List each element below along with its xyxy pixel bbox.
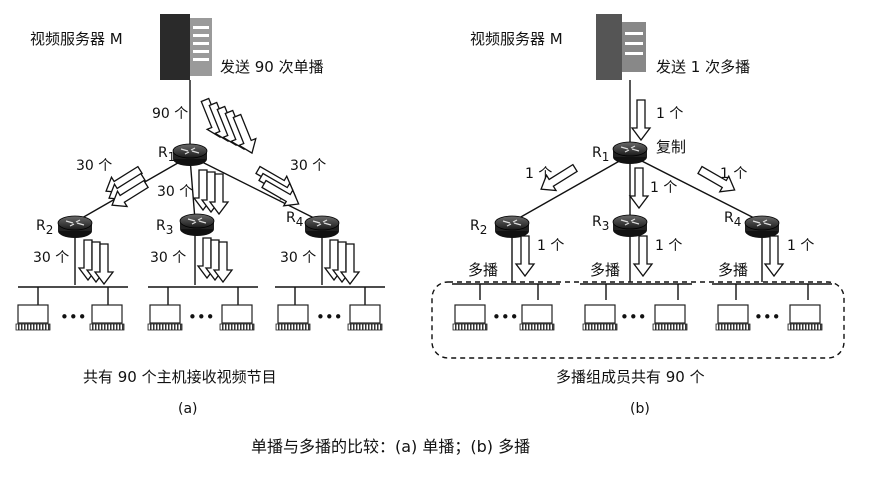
server-label-b: 视频服务器 M [470, 30, 563, 48]
summary-b: 多播组成员共有 90 个 [556, 368, 705, 386]
panel-label-a: (a) [178, 401, 198, 417]
router-r1-b-icon [612, 141, 648, 165]
video-server-b-icon [596, 14, 646, 80]
router-r4-b-icon [744, 215, 780, 239]
router-r4-b-label: R4 [724, 210, 741, 229]
router-r3-b-icon [612, 214, 648, 238]
host-b1-icon [452, 304, 488, 331]
router-r4-a-icon [304, 215, 340, 239]
multicast-label-b2: 多播 [590, 261, 620, 279]
host-b6-icon [787, 304, 823, 331]
count-r4-a: 30 个 [280, 250, 316, 266]
router-r2-b-label: R2 [470, 218, 487, 237]
lan-a [18, 286, 385, 305]
count-r2-b: 1 个 [537, 238, 564, 254]
router-r4-a-label: R4 [286, 210, 303, 229]
multicast-arrow-r3-icon [633, 235, 653, 277]
host-b5-icon [715, 304, 751, 331]
count-mid-a: 30 个 [157, 184, 193, 200]
unicast-arrows-top-icon [196, 95, 261, 158]
host-a2-icon [89, 304, 125, 331]
multicast-label-b3: 多播 [718, 261, 748, 279]
count-left-a: 30 个 [76, 158, 112, 174]
figure-caption: 单播与多播的比较：(a) 单播；(b) 多播 [251, 437, 530, 456]
host-a4-icon [219, 304, 255, 331]
dots-a2: ••• [188, 308, 215, 326]
summary-a: 共有 90 个主机接收视频节目 [83, 368, 277, 386]
dots-b2: ••• [620, 308, 647, 326]
multicast-arrow-mid-icon [629, 167, 649, 209]
router-r3-a-icon [179, 213, 215, 237]
host-a1-icon [15, 304, 51, 331]
router-r1-a-icon [172, 143, 208, 167]
video-server-a-icon [160, 14, 212, 80]
router-r2-a-label: R2 [36, 218, 53, 237]
unicast-arrows-r2-icon [78, 239, 114, 285]
send-label-a: 发送 90 次单播 [220, 58, 324, 76]
multicast-arrow-r2-icon [515, 235, 535, 277]
unicast-arrows-r3-icon [197, 237, 233, 283]
router-r1-a-label: R1 [158, 145, 175, 164]
panel-label-b: (b) [630, 401, 650, 417]
host-a3-icon [147, 304, 183, 331]
panel-b: 视频服务器 M 发送 1 次多播 ••• ••• ••• [431, 14, 845, 417]
count-left-b: 1 个 [525, 166, 552, 182]
count-mid-b: 1 个 [650, 180, 677, 196]
multicast-arrow-top-icon [631, 99, 651, 141]
unicast-arrows-mid-icon [193, 169, 229, 215]
router-r3-b-label: R3 [592, 214, 609, 233]
count-r3-a: 30 个 [150, 250, 186, 266]
count-top-b: 1 个 [656, 106, 683, 122]
router-r3-a-label: R3 [156, 218, 173, 237]
dots-b3: ••• [754, 308, 781, 326]
router-r2-a-icon [57, 215, 93, 239]
router-r1-b-label: R1 [592, 145, 609, 164]
count-top-a: 90 个 [152, 106, 188, 122]
multicast-label-b1: 多播 [468, 261, 498, 279]
host-b4-icon [652, 304, 688, 331]
multicast-arrow-r4-icon [764, 235, 784, 277]
count-right-b: 1 个 [720, 166, 747, 182]
dots-b1: ••• [492, 308, 519, 326]
send-label-b: 发送 1 次多播 [656, 58, 750, 76]
host-b2-icon [519, 304, 555, 331]
host-a6-icon [347, 304, 383, 331]
server-label-a: 视频服务器 M [30, 30, 123, 48]
lan-b [452, 283, 832, 300]
multicast-group-boundary [431, 281, 845, 359]
dots-a3: ••• [316, 308, 343, 326]
count-r4-b: 1 个 [787, 238, 814, 254]
host-b3-icon [582, 304, 618, 331]
router-r2-b-icon [494, 215, 530, 239]
host-a5-icon [275, 304, 311, 331]
count-r2-a: 30 个 [33, 250, 69, 266]
count-right-a: 30 个 [290, 158, 326, 174]
count-r3-b: 1 个 [655, 238, 682, 254]
unicast-arrows-r4-icon [324, 239, 360, 285]
dots-a1: ••• [60, 308, 87, 326]
copy-label-b: 复制 [656, 138, 686, 156]
panel-a: 视频服务器 M 发送 90 次单播 ••• ••• [15, 14, 385, 417]
